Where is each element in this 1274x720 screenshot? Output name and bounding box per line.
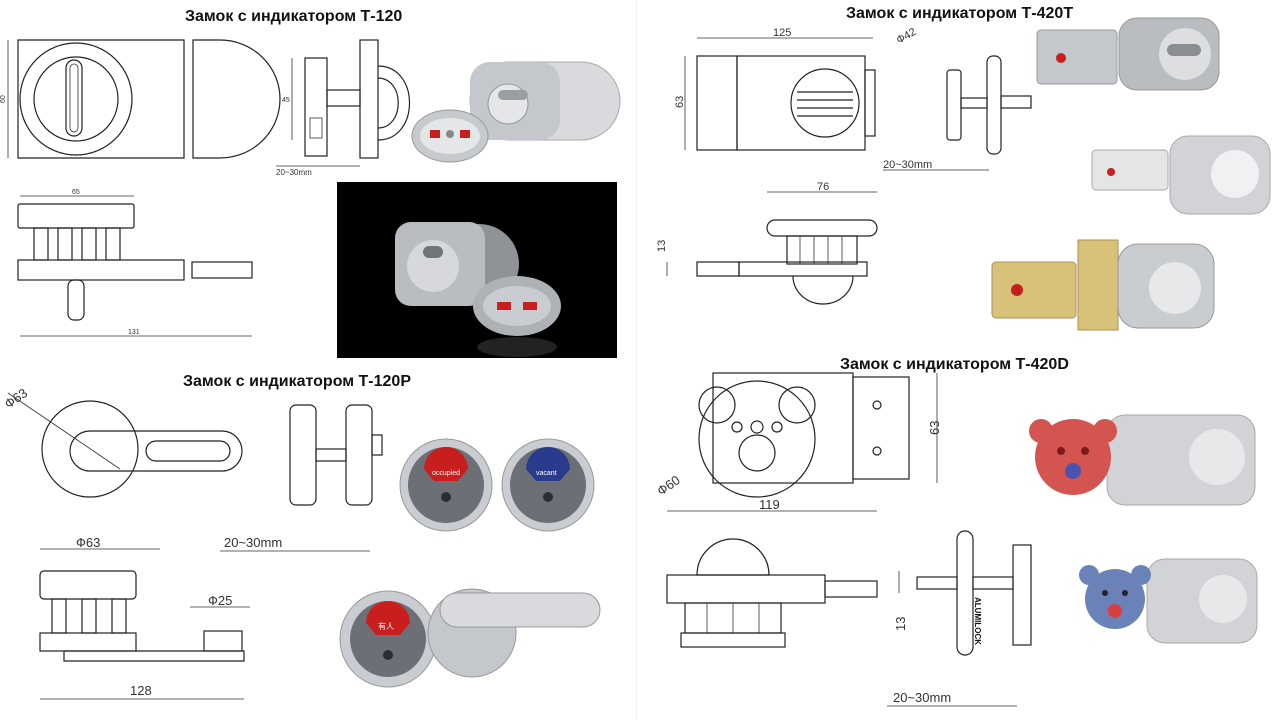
dim-t420t-diameter: Ф42 bbox=[895, 26, 919, 47]
t420d-side-view: 13 ALUMILOCK 20~30mm bbox=[887, 530, 1032, 707]
dim-t420d-width: 119 bbox=[759, 497, 780, 512]
t420t-side-view: 20~30mm bbox=[883, 55, 1032, 171]
section-t420d: Замок с индикатором Т-420D 63 Ф60 119 bbox=[637, 356, 1274, 720]
t420d-render-red-bear bbox=[1029, 414, 1256, 506]
section-title: Замок с индикатором Т-420Т bbox=[846, 5, 1074, 22]
dim-t120p-length: 128 bbox=[130, 683, 152, 698]
dim-t120-height: 60 bbox=[0, 95, 7, 103]
t120-drawings: 60 45 20~30mm 65 bbox=[0, 39, 621, 337]
t120-photo bbox=[337, 182, 617, 358]
section-title: Замок с индикатором Т-120Р bbox=[183, 373, 411, 390]
dim-t120p-top-diameter: Ф63 bbox=[76, 535, 100, 550]
t120p-handle-render: 有人 bbox=[339, 588, 601, 688]
t120p-front-view: Ф63 bbox=[2, 385, 243, 498]
t420d-bear-front-view: 63 Ф60 bbox=[654, 372, 942, 498]
t420t-render-brass bbox=[991, 239, 1215, 331]
t420t-render-chrome bbox=[1091, 135, 1271, 215]
dim-t420d-height: 63 bbox=[927, 421, 942, 435]
section-t120p: Замок с индикатором Т-120Р Ф63 20~30mm o… bbox=[0, 361, 636, 720]
t420t-render-silver bbox=[1036, 17, 1220, 91]
t120p-indicator-blue: vacant bbox=[501, 438, 595, 532]
dim-t120p-gap: 20~30mm bbox=[224, 535, 282, 550]
dim-t420t-width: 125 bbox=[773, 27, 791, 39]
dim-t420d-gap: 20~30mm bbox=[893, 690, 951, 705]
dim-t420d-diameter: Ф60 bbox=[654, 472, 683, 498]
dim-t120-depth: 45 bbox=[282, 97, 290, 104]
section-t120: Замок с индикатором Т-120 60 45 20~30mm bbox=[0, 0, 636, 360]
t420d-render-blue-bear bbox=[1079, 558, 1258, 644]
label-cn-occupied: 有人 bbox=[378, 621, 394, 631]
dim-t120-width: 65 bbox=[72, 189, 80, 196]
label-vacant: vacant bbox=[536, 470, 557, 477]
section-title: Замок с индикатором Т-420D bbox=[840, 356, 1069, 373]
t120-product-render bbox=[411, 61, 621, 163]
dim-t420t-top-width: 76 bbox=[817, 181, 829, 193]
dim-t120-length: 131 bbox=[128, 329, 140, 336]
t120-top-view: 65 131 bbox=[17, 189, 253, 337]
t120p-top-view: Ф63 Ф25 128 bbox=[39, 535, 250, 700]
dim-t420t-gap: 20~30mm bbox=[883, 159, 932, 171]
t420d-top-view: 119 bbox=[666, 497, 878, 648]
dim-t420d-thickness: 13 bbox=[893, 617, 908, 631]
t420t-top-view: 76 13 bbox=[656, 181, 878, 305]
t120-side-view: 45 20~30mm bbox=[276, 39, 410, 177]
t120p-indicator-red: occupied bbox=[399, 438, 493, 532]
t420t-front-view: 125 Ф42 63 bbox=[674, 26, 919, 151]
dim-t120-gap: 20~30mm bbox=[276, 168, 312, 177]
dim-t420t-thickness: 13 bbox=[656, 240, 668, 252]
dim-t120p-small-diameter: Ф25 bbox=[208, 593, 232, 608]
t420t-drawings: 125 Ф42 63 20~30mm 76 bbox=[656, 17, 1271, 331]
brand-label: ALUMILOCK bbox=[973, 597, 982, 645]
t120p-side-view: 20~30mm bbox=[220, 404, 383, 552]
t120-front-view: 60 bbox=[0, 39, 281, 159]
quadrant-divider bbox=[636, 0, 637, 720]
dim-t420t-height: 63 bbox=[674, 96, 686, 108]
t120p-drawings: Ф63 20~30mm occupied vacant bbox=[2, 385, 601, 700]
label-occupied: occupied bbox=[432, 470, 460, 477]
t420d-drawings: 63 Ф60 119 13 ALUMILOCK 20~30mm bbox=[654, 372, 1258, 707]
section-title: Замок с индикатором Т-120 bbox=[185, 8, 403, 25]
section-t420t: Замок с индикатором Т-420Т 125 Ф42 63 20… bbox=[637, 0, 1274, 360]
